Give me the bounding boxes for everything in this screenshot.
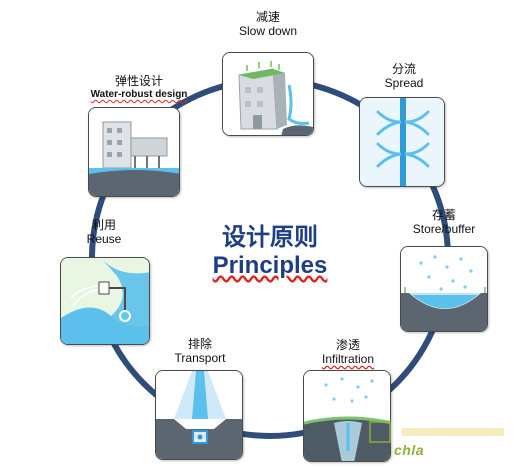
spread-illustration [359, 97, 445, 187]
branching-flow-icon [360, 98, 444, 186]
reuse-illustration [60, 257, 150, 345]
store-buffer-illustration [400, 246, 488, 332]
watermark-logo: chla [354, 418, 524, 464]
reuse-label-en: Reuse [86, 232, 122, 246]
infiltration-label: 渗透 Infiltration [296, 338, 400, 366]
transport-label: 排除 Transport [148, 337, 252, 365]
water-reuse-icon [61, 258, 149, 344]
stilted-building-icon [89, 108, 179, 196]
diagram-title: 设计原则 Principles [180, 222, 360, 280]
transport-label-en: Transport [174, 351, 226, 365]
water-robust-design-label-zh: 弹性设计 [114, 74, 163, 88]
diagram-title-en: Principles [212, 252, 328, 279]
infiltration-label-en: Infiltration [321, 352, 375, 366]
water-robust-design-label-en: Water-robust design [90, 89, 188, 100]
spread-label: 分流 Spread [352, 62, 456, 90]
diagram-title-zh: 设计原则 [222, 223, 318, 251]
store-buffer-label-en: Store/buffer [412, 222, 476, 236]
spread-label-zh: 分流 [391, 62, 416, 76]
green-roof-building-icon [223, 53, 313, 135]
slow-down-illustration [222, 52, 314, 136]
transport-label-zh: 排除 [187, 337, 212, 351]
slow-down-label: 减速 Slow down [216, 10, 320, 38]
store-buffer-label: 存蓄 Store/buffer [392, 208, 496, 236]
store-buffer-label-zh: 存蓄 [431, 208, 456, 222]
drainage-channel-icon [156, 371, 242, 459]
slow-down-label-en: Slow down [238, 24, 298, 38]
soil-infiltration-icon [304, 371, 390, 461]
reuse-label: 利用 Reuse [52, 218, 156, 246]
transport-illustration [155, 370, 243, 460]
slow-down-label-zh: 减速 [255, 10, 280, 24]
watermark-text: chla [394, 442, 425, 458]
infiltration-label-zh: 渗透 [335, 338, 360, 352]
water-robust-design-label: 弹性设计 Water-robust design [74, 74, 204, 102]
spread-label-en: Spread [384, 76, 424, 90]
reuse-label-zh: 利用 [91, 218, 116, 232]
retention-basin-icon [401, 247, 487, 331]
water-robust-design-illustration [88, 107, 180, 197]
infiltration-illustration [303, 370, 391, 462]
watermark-seal-icon [369, 421, 504, 443]
